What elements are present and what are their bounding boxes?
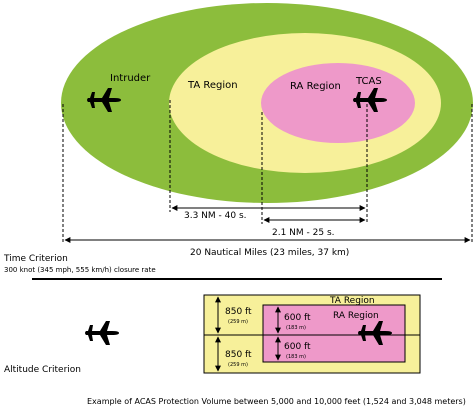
upper-ta-ft: 850 ft	[225, 307, 252, 317]
upper-ra-ft: 600 ft	[284, 313, 311, 323]
distance-guides	[62, 100, 473, 244]
altitude-ra-box	[262, 304, 406, 363]
caption: Example of ACAS Protection Volume betwee…	[87, 397, 466, 406]
altitude-ra-label: RA Region	[333, 311, 379, 321]
ra-region-label: RA Region	[290, 81, 341, 92]
ra-distance-label: 2.1 NM - 25 s.	[272, 228, 335, 238]
upper-ta-m: (259 m)	[228, 319, 248, 325]
lower-ra-ft: 600 ft	[284, 342, 311, 352]
lower-ta-m: (259 m)	[228, 362, 248, 368]
ta-distance-label: 3.3 NM - 40 s.	[184, 211, 247, 221]
altitude-criterion-title: Altitude Criterion	[4, 365, 81, 375]
lower-ta-ft: 850 ft	[225, 350, 252, 360]
ta-region-label: TA Region	[187, 80, 238, 91]
altitude-ta-label: TA Region	[329, 296, 375, 306]
total-distance-label: 20 Nautical Miles (23 miles, 37 km)	[190, 248, 349, 258]
ra-region-ellipse	[261, 63, 415, 143]
tcas-label: TCAS	[355, 76, 382, 87]
intruder-label: Intruder	[110, 73, 151, 84]
time-criterion-title: Time Criterion	[3, 254, 68, 264]
lower-ra-m: (183 m)	[286, 354, 306, 360]
time-criterion-subtitle: 300 knot (345 mph, 555 km/h) closure rat…	[4, 266, 156, 274]
airplane-icon	[85, 321, 119, 345]
upper-ra-m: (183 m)	[286, 325, 306, 331]
